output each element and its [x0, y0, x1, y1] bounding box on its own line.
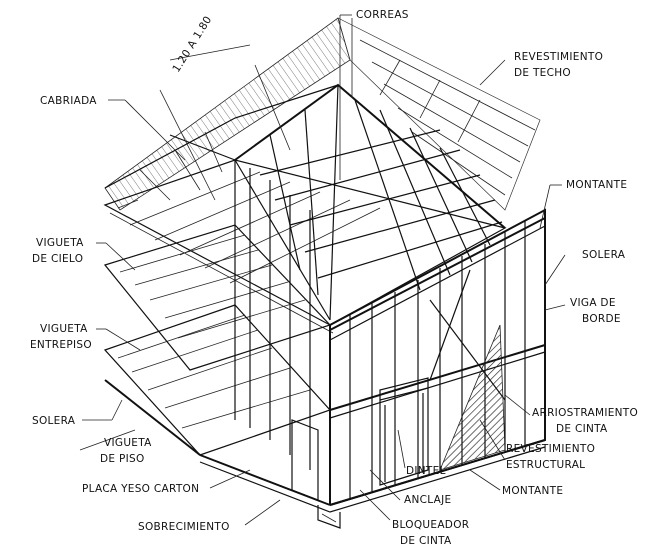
label-vigueta-cielo-2: DE CIELO — [32, 253, 83, 265]
label-vigueta-entrepiso-1: VIGUETA — [40, 323, 88, 335]
labels: CORREAS 1.20 A 1.80 REVESTIMIENTO DE TEC… — [30, 9, 638, 547]
label-montante-bottom: MONTANTE — [502, 485, 563, 497]
label-vigueta-cielo-1: VIGUETA — [36, 237, 84, 249]
label-bloqueador-1: BLOQUEADOR — [392, 519, 469, 531]
label-montante-top: MONTANTE — [566, 179, 627, 191]
floor-joists-upper — [103, 224, 332, 371]
label-vigueta-entrepiso-2: ENTREPISO — [30, 339, 92, 351]
label-bloqueador-2: DE CINTA — [400, 535, 452, 547]
label-solera-left: SOLERA — [32, 415, 76, 427]
label-revestimiento-techo-2: DE TECHO — [514, 67, 571, 79]
left-wall-studs — [199, 160, 331, 506]
label-dimension: 1.20 A 1.80 — [170, 14, 214, 75]
roof-trusses — [104, 83, 506, 321]
label-revestimiento-estructural-2: ESTRUCTURAL — [506, 459, 585, 471]
label-sobrecimiento: SOBRECIMIENTO — [138, 521, 230, 533]
label-solera-right: SOLERA — [582, 249, 626, 261]
label-viga-borde-2: BORDE — [582, 313, 621, 325]
label-anclaje: ANCLAJE — [404, 494, 451, 506]
label-vigueta-piso-1: VIGUETA — [104, 437, 152, 449]
label-arriostramiento-2: DE CINTA — [556, 423, 608, 435]
label-dintel: DINTEL — [406, 465, 446, 477]
label-cabriada: CABRIADA — [40, 95, 97, 107]
label-arriostramiento-1: ARRIOSTRAMIENTO — [532, 407, 638, 419]
foundation — [199, 446, 546, 529]
label-viga-borde-1: VIGA DE — [570, 297, 616, 309]
floor-joists-lower — [103, 304, 332, 456]
label-revestimiento-techo-1: REVESTIMIENTO — [514, 51, 603, 63]
label-revestimiento-estructural-1: REVESTIMIENTO — [506, 443, 595, 455]
label-vigueta-piso-2: DE PISO — [100, 453, 145, 465]
roof-sheathing — [104, 17, 541, 211]
label-placa-yeso: PLACA YESO CARTON — [82, 483, 199, 495]
leader-lines — [79, 14, 566, 526]
right-wall-panel — [329, 208, 546, 506]
label-correas: CORREAS — [356, 9, 409, 21]
